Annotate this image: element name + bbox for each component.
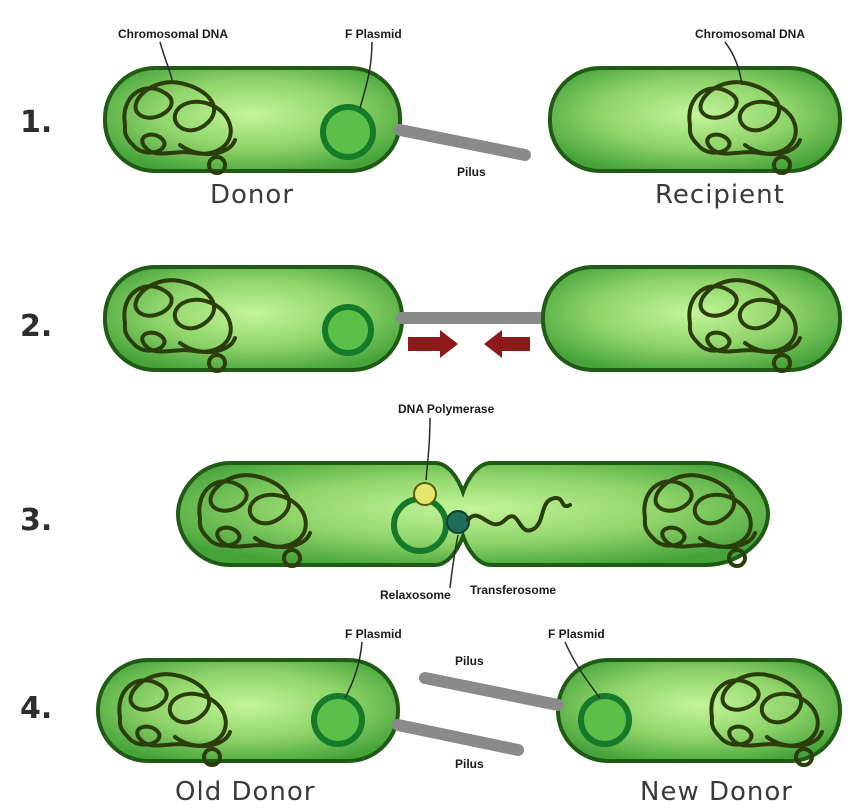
relaxosome [447, 511, 469, 533]
transferosome-label: Transferosome [470, 583, 556, 597]
f-plasmid-label-new: F Plasmid [548, 627, 605, 641]
f-plasmid-label-old: F Plasmid [345, 627, 402, 641]
new-donor-label: New Donor [640, 777, 793, 807]
pilus-label-bottom: Pilus [455, 757, 484, 771]
arrow-right-icon [408, 330, 458, 358]
relaxosome-label: Relaxosome [380, 588, 451, 602]
f-plasmid [325, 307, 371, 353]
step-number-3: 3. [20, 503, 52, 538]
pilus [400, 130, 525, 155]
recipient-cell-step2 [543, 267, 840, 371]
pilus-label: Pilus [457, 165, 486, 179]
pilus [425, 678, 558, 705]
f-plasmid [314, 696, 362, 744]
donor-cell [105, 68, 400, 173]
old-donor-cell [98, 660, 398, 765]
step-number-2: 2. [20, 309, 52, 344]
chromosomal-dna-label: Chromosomal DNA [118, 27, 228, 41]
retraction-arrows [408, 330, 530, 358]
step-number-4: 4. [20, 691, 52, 726]
old-donor-label: Old Donor [175, 777, 315, 807]
new-donor-cell [558, 660, 840, 765]
pilus-label-top: Pilus [455, 654, 484, 668]
f-plasmid [581, 696, 629, 744]
arrow-left-icon [484, 330, 530, 358]
dna-polymerase-label: DNA Polymerase [398, 402, 495, 416]
chromosomal-dna-label-recipient: Chromosomal DNA [695, 27, 805, 41]
f-plasmid [323, 107, 373, 157]
donor-cell-step2 [105, 267, 402, 371]
f-plasmid-label: F Plasmid [345, 27, 402, 41]
donor-label: Donor [210, 180, 294, 210]
pilus [398, 725, 518, 750]
dna-polymerase [414, 483, 436, 505]
recipient-cell [550, 68, 840, 173]
step-number-1: 1. [20, 105, 52, 140]
recipient-label: Recipient [655, 180, 785, 210]
merged-cells-step3 [178, 463, 768, 566]
